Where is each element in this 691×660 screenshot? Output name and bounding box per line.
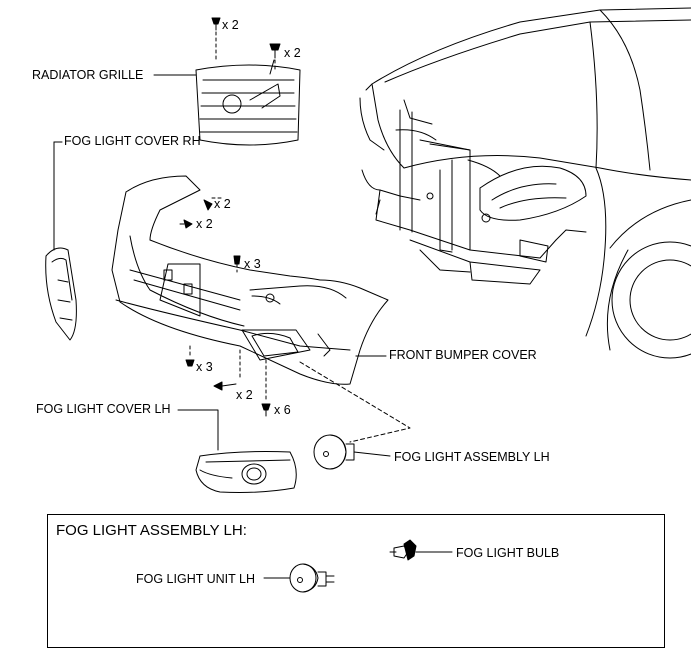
qty-grille-clip-top: x 2 [222, 18, 239, 32]
bumper-clip-top [233, 255, 241, 273]
detail-box [47, 514, 665, 648]
qty-bumper-screw-lower: x 2 [236, 388, 253, 402]
label-fog-light-assembly-lh: FOG LIGHT ASSEMBLY LH [394, 450, 550, 464]
qty-bumper-clip-lower: x 3 [196, 360, 213, 374]
vehicle-body-illustration [359, 7, 691, 359]
fog-light-assembly-lh-part [299, 361, 411, 470]
qty-bumper-clip-top: x 3 [244, 257, 261, 271]
bumper-screw-upper [203, 197, 223, 211]
detail-title: FOG LIGHT ASSEMBLY LH: [56, 522, 247, 539]
label-fog-light-unit-lh: FOG LIGHT UNIT LH [136, 572, 256, 586]
label-front-bumper-cover: FRONT BUMPER COVER [389, 348, 537, 362]
radiator-grille-part [195, 59, 301, 146]
front-bumper-cover-part [111, 175, 389, 385]
bumper-clip-bottom [261, 359, 271, 417]
bumper-screw-lower [213, 349, 241, 391]
fog-light-unit-lh-part [263, 563, 335, 593]
fog-light-bulb-part [389, 539, 453, 561]
grille-clip-top [211, 17, 221, 63]
qty-bumper-screw-upper: x 2 [214, 197, 231, 211]
bumper-screw-mid [179, 219, 193, 229]
qty-bumper-clip-bottom: x 6 [274, 403, 291, 417]
grille-clip-right [269, 43, 281, 73]
bumper-clip-lower [185, 345, 195, 367]
qty-grille-clip-right: x 2 [284, 46, 301, 60]
label-radiator-grille: RADIATOR GRILLE [32, 68, 144, 82]
fog-light-cover-lh-part [177, 409, 297, 493]
fog-light-cover-rh-part [45, 141, 77, 341]
qty-bumper-screw-mid: x 2 [196, 217, 213, 231]
label-fog-light-cover-lh: FOG LIGHT COVER LH [36, 402, 171, 416]
label-fog-light-bulb: FOG LIGHT BULB [456, 546, 560, 560]
label-fog-light-cover-rh: FOG LIGHT COVER RH [64, 134, 201, 148]
